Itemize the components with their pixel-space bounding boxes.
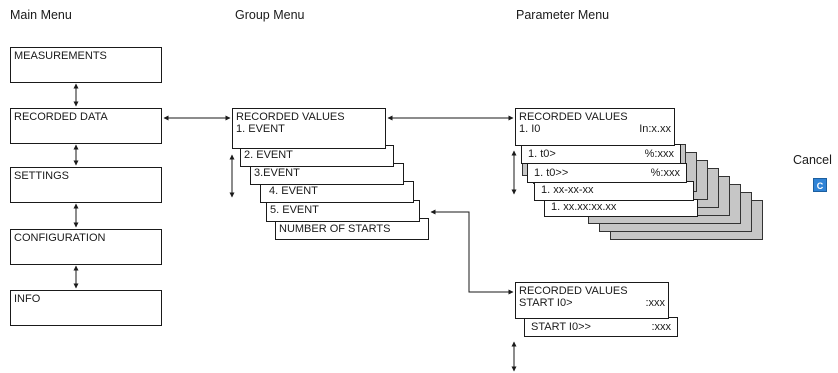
arrow-starts-link bbox=[430, 209, 514, 295]
param-row-date[interactable]: 1. xx-xx-xx bbox=[534, 181, 694, 201]
parameter-menu-recorded-values[interactable]: RECORDED VALUES 1. I0 In:x.xx bbox=[515, 108, 675, 146]
group-item-1-event: 1. EVENT bbox=[236, 123, 285, 135]
starts-row-value: :xxx bbox=[645, 297, 665, 309]
param-row-label: 1. t0>> bbox=[534, 167, 569, 179]
param-row-label: 1. xx.xx:xx.xx bbox=[551, 201, 617, 213]
starts-row-i0-high[interactable]: START I0>> :xxx bbox=[524, 317, 678, 337]
parameter-menu-header: Parameter Menu bbox=[516, 8, 610, 22]
param-row-label: 1. xx-xx-xx bbox=[541, 184, 594, 196]
param-row-time[interactable]: 1. xx.xx:xx.xx bbox=[544, 199, 698, 217]
main-menu-recorded-data[interactable]: RECORDED DATA bbox=[10, 108, 162, 144]
cancel-key-icon[interactable]: C bbox=[813, 178, 827, 192]
group-item-number-of-starts[interactable]: NUMBER OF STARTS bbox=[275, 218, 429, 240]
cancel-label: Cancel bbox=[793, 153, 832, 167]
starts-menu-title: RECORDED VALUES bbox=[519, 285, 628, 297]
starts-row-value: :xxx bbox=[651, 321, 671, 333]
param-row-value: %:xxx bbox=[650, 167, 680, 179]
main-menu-configuration[interactable]: CONFIGURATION bbox=[10, 229, 162, 265]
group-menu-title: RECORDED VALUES bbox=[236, 111, 345, 123]
main-menu-info[interactable]: INFO bbox=[10, 290, 162, 326]
group-item-5-event[interactable]: 5. EVENT bbox=[266, 200, 420, 222]
param-row-label: 1. I0 bbox=[519, 123, 541, 135]
param-row-value: In:x.xx bbox=[639, 123, 671, 135]
starts-row-label: START I0> bbox=[519, 297, 573, 309]
starts-row-label: START I0>> bbox=[531, 321, 591, 333]
parameter-menu-title: RECORDED VALUES bbox=[519, 111, 628, 123]
param-row-value: %:xxx bbox=[644, 148, 674, 160]
main-menu-measurements[interactable]: MEASUREMENTS bbox=[10, 47, 162, 83]
starts-menu-recorded-values[interactable]: RECORDED VALUES START I0> :xxx bbox=[515, 282, 669, 319]
main-menu-header: Main Menu bbox=[10, 8, 72, 22]
group-item-4-event[interactable]: 4. EVENT bbox=[260, 181, 414, 203]
main-menu-settings[interactable]: SETTINGS bbox=[10, 167, 162, 203]
group-menu-recorded-values[interactable]: RECORDED VALUES 1. EVENT bbox=[232, 108, 386, 149]
param-row-label: 1. t0> bbox=[528, 148, 556, 160]
group-menu-header: Group Menu bbox=[235, 8, 305, 22]
